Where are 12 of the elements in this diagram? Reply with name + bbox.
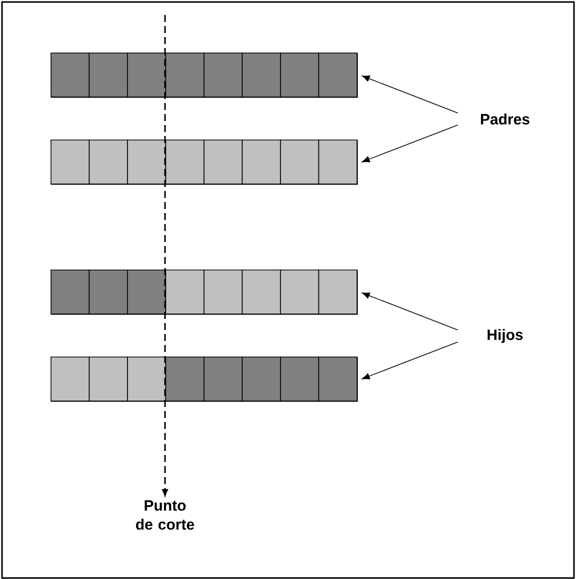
arrow	[362, 76, 458, 114]
arrow	[362, 124, 458, 162]
cut-line	[162, 15, 168, 496]
arrow	[362, 292, 458, 330]
text-label: Hijos	[488, 329, 523, 343]
chromosome-bar	[50, 52, 358, 98]
chromosome-bar	[50, 140, 358, 185]
text-label: Padres	[480, 114, 530, 124]
chromosome-bar	[50, 356, 358, 402]
text-label: Punto de corte	[136, 500, 194, 530]
arrow	[362, 342, 458, 380]
chromosome-bar	[50, 270, 358, 315]
